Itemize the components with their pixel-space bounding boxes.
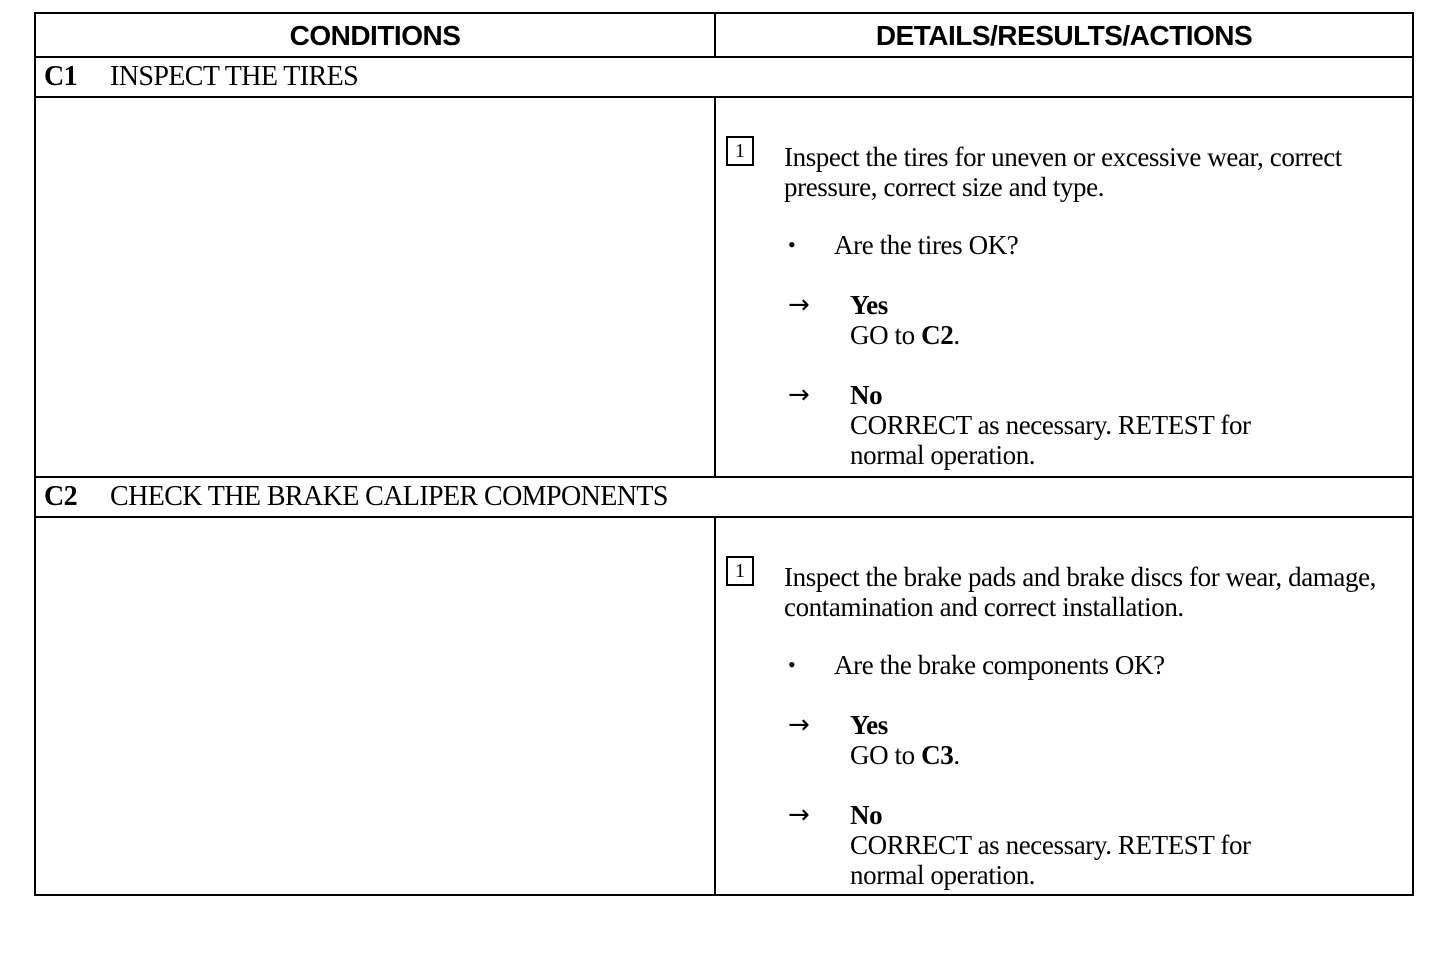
answer-no: → No CORRECT as necessary. RETEST for no… bbox=[788, 800, 1412, 890]
step-number-box: 1 bbox=[726, 556, 754, 586]
bullet-icon: • bbox=[788, 652, 796, 677]
step-id: C2 bbox=[44, 481, 78, 512]
step-title-text: INSPECT THE TIRES bbox=[110, 61, 359, 92]
conditions-cell bbox=[36, 518, 716, 894]
answer-no: → No CORRECT as necessary. RETEST for no… bbox=[788, 380, 1412, 470]
answer-action: CORRECT as necessary. RETEST for normal … bbox=[850, 410, 1251, 470]
conditions-cell bbox=[36, 98, 716, 476]
arrow-right-icon: → bbox=[788, 290, 810, 320]
answer-action-target: C2 bbox=[921, 320, 954, 350]
answer-label: No bbox=[850, 380, 883, 410]
step-title-c2: C2 CHECK THE BRAKE CALIPER COMPONENTS bbox=[36, 478, 1412, 518]
step-title-c1: C1 INSPECT THE TIRES bbox=[36, 58, 1412, 98]
step-number-box: 1 bbox=[726, 136, 754, 166]
step-id: C1 bbox=[44, 61, 78, 92]
answer-action-prefix: GO to bbox=[850, 740, 922, 770]
answer-yes: → Yes GO to C3. bbox=[788, 710, 1412, 770]
question: • Are the brake components OK? bbox=[788, 650, 1412, 680]
answer-label: No bbox=[850, 800, 883, 830]
arrow-right-icon: → bbox=[788, 800, 810, 830]
answer-action: CORRECT as necessary. RETEST for normal … bbox=[850, 830, 1251, 890]
conditions-header: CONDITIONS bbox=[36, 14, 716, 56]
instruction-text: Inspect the brake pads and brake discs f… bbox=[784, 562, 1377, 622]
answer-action-suffix: . bbox=[953, 320, 960, 350]
table-header: CONDITIONS DETAILS/RESULTS/ACTIONS bbox=[36, 14, 1412, 58]
answer-label: Yes bbox=[850, 290, 888, 320]
diagnostic-table: CONDITIONS DETAILS/RESULTS/ACTIONS C1 IN… bbox=[34, 12, 1414, 896]
answer-action-prefix: GO to bbox=[850, 320, 922, 350]
step-title-text: CHECK THE BRAKE CALIPER COMPONENTS bbox=[110, 481, 668, 512]
step-body-c1: 1 Inspect the tires for uneven or excess… bbox=[36, 98, 1412, 478]
instruction-text: Inspect the tires for uneven or excessiv… bbox=[784, 142, 1342, 202]
details-cell: 1 Inspect the tires for uneven or excess… bbox=[716, 98, 1412, 476]
bullet-icon: • bbox=[788, 232, 796, 257]
question-text: Are the brake components OK? bbox=[834, 650, 1165, 680]
answer-label: Yes bbox=[850, 710, 888, 740]
answer-action-suffix: . bbox=[953, 740, 960, 770]
arrow-right-icon: → bbox=[788, 380, 810, 410]
step-body-c2: 1 Inspect the brake pads and brake discs… bbox=[36, 518, 1412, 894]
arrow-right-icon: → bbox=[788, 710, 810, 740]
details-cell: 1 Inspect the brake pads and brake discs… bbox=[716, 518, 1412, 894]
question: • Are the tires OK? bbox=[788, 230, 1412, 260]
details-header: DETAILS/RESULTS/ACTIONS bbox=[875, 20, 1253, 51]
question-text: Are the tires OK? bbox=[834, 230, 1019, 260]
answer-yes: → Yes GO to C2. bbox=[788, 290, 1412, 350]
answer-action-target: C3 bbox=[921, 740, 954, 770]
